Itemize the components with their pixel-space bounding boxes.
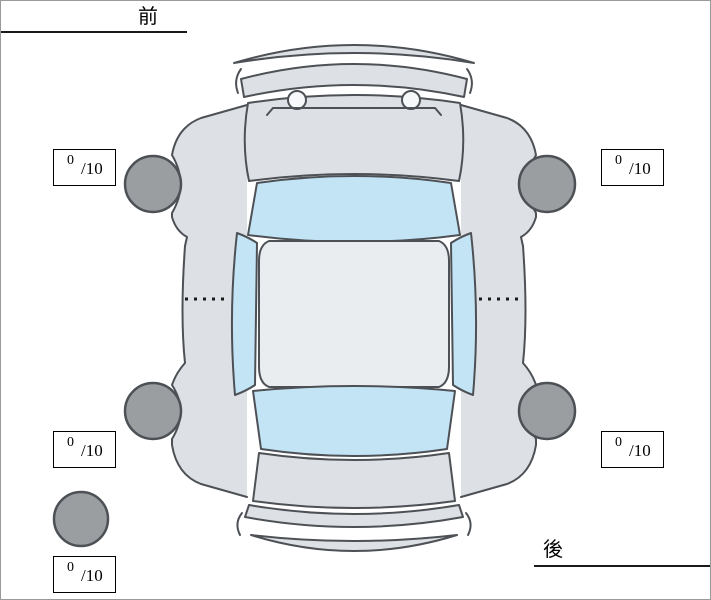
score-value: 0	[615, 153, 622, 168]
score-box-front-right: 0 /10	[601, 149, 664, 186]
tire-spare	[52, 490, 110, 548]
hood	[243, 94, 465, 182]
right-side-panel	[461, 105, 536, 497]
score-denominator: /10	[629, 159, 651, 178]
rear-underline	[534, 565, 710, 567]
left-side-window	[230, 232, 258, 396]
tire-front-right	[517, 154, 577, 214]
score-value: 0	[67, 153, 74, 168]
right-side-window	[450, 232, 478, 396]
trunk	[252, 452, 456, 509]
tire-rear-right	[517, 381, 577, 441]
windshield	[247, 175, 461, 243]
hood-left-cap	[287, 90, 307, 110]
score-box-rear-right: 0 /10	[601, 431, 664, 468]
front-bumper	[240, 63, 468, 98]
rear-spoiler	[250, 534, 458, 552]
score-box-front-left: 0 /10	[53, 149, 116, 186]
hood-right-cap	[401, 90, 421, 110]
score-denominator: /10	[81, 566, 103, 585]
rear-bumper	[244, 504, 464, 528]
score-value: 0	[67, 435, 74, 450]
score-value: 0	[67, 560, 74, 575]
front-right-corner-trim	[466, 68, 473, 94]
rear-right-corner-trim	[465, 512, 472, 536]
score-denominator: /10	[81, 441, 103, 460]
rear-window	[252, 385, 456, 457]
score-value: 0	[615, 435, 622, 450]
tire-front-left	[123, 154, 183, 214]
rear-label: 後	[543, 539, 563, 561]
roof	[258, 240, 450, 388]
front-label: 前	[138, 6, 158, 28]
cowl-line	[266, 107, 442, 116]
front-underline	[1, 31, 187, 33]
score-box-rear-left: 0 /10	[53, 431, 116, 468]
front-spoiler	[233, 44, 475, 64]
score-box-spare: 0 /10	[53, 556, 116, 593]
score-denominator: /10	[629, 441, 651, 460]
rear-left-corner-trim	[236, 512, 243, 536]
front-left-corner-trim	[235, 68, 242, 94]
left-side-panel-outline	[171, 104, 248, 498]
score-denominator: /10	[81, 159, 103, 178]
tire-rear-left	[123, 381, 183, 441]
left-side-panel	[172, 105, 247, 497]
